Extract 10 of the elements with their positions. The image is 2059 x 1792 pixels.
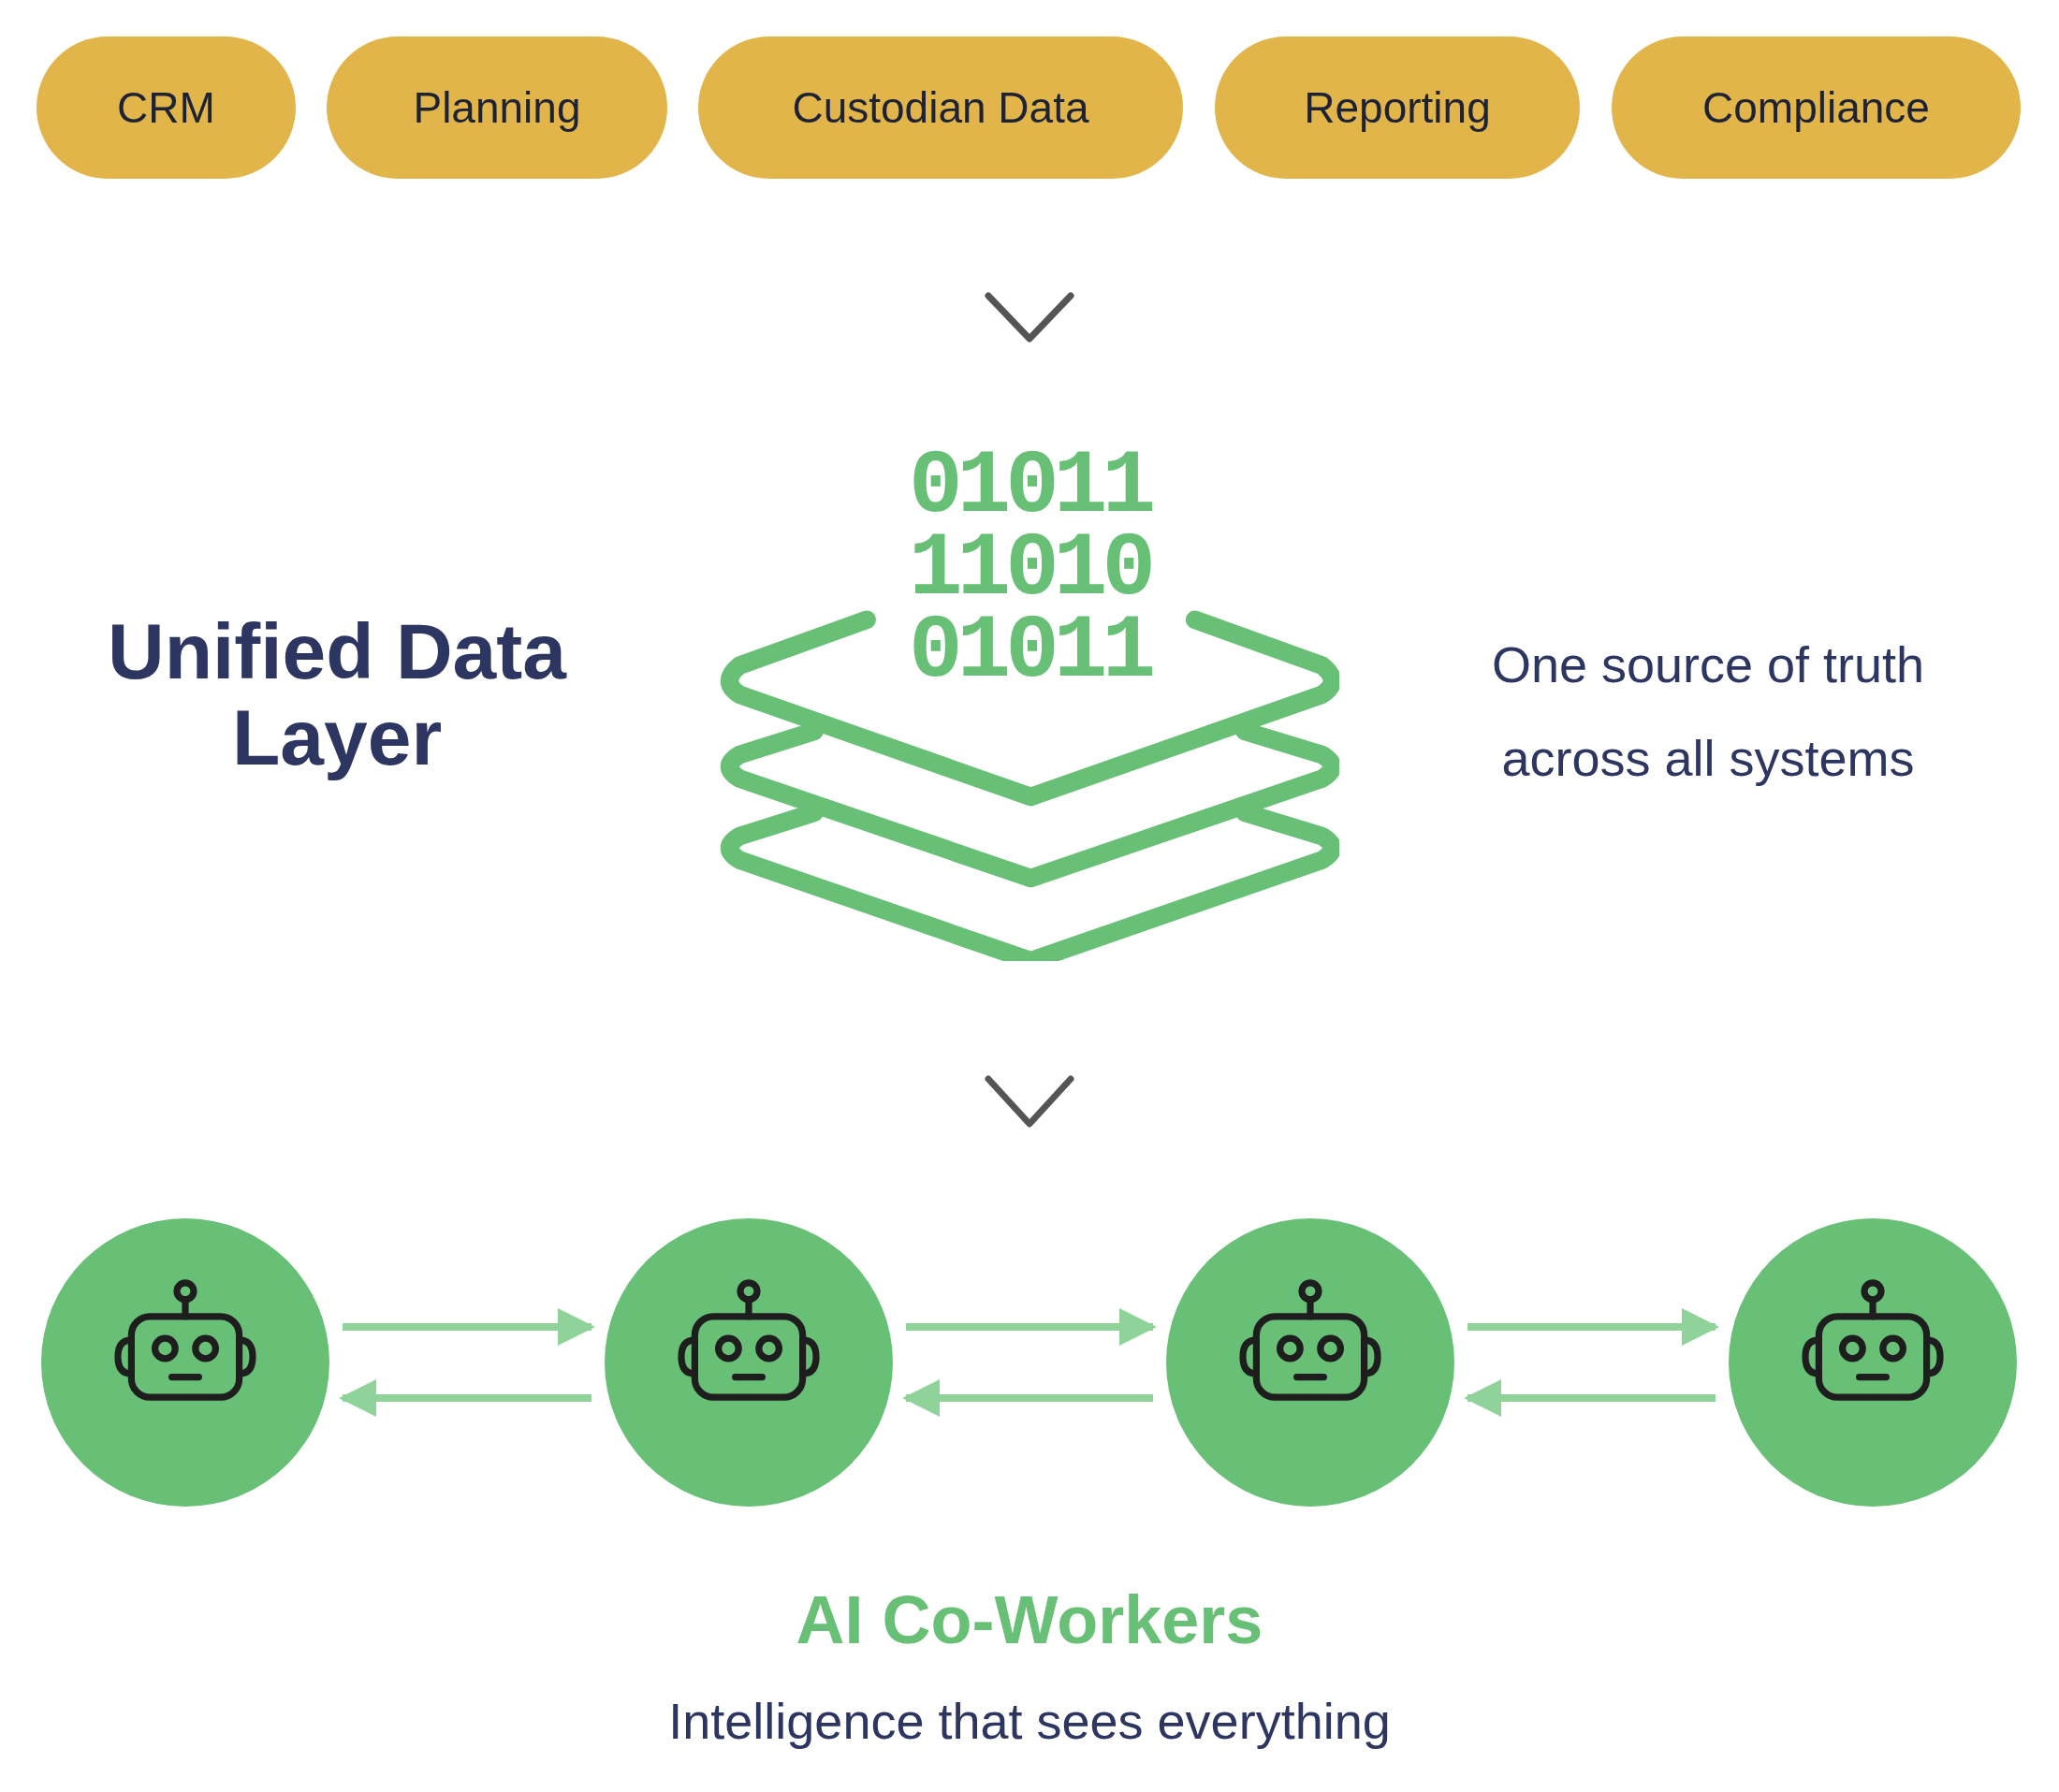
category-pill: CRM [37, 36, 296, 179]
section-heading: AI Co-Workers [795, 1581, 1264, 1658]
category-pill: Reporting [1215, 36, 1580, 179]
section-heading: Unified Data Layer [106, 608, 568, 780]
description-text: One source of truth across all systems [1490, 635, 1926, 788]
subtitle-text: Intelligence that sees everything [667, 1692, 1392, 1750]
category-pill: Compliance [1612, 36, 2021, 179]
binary-digits: 01011 11010 01011 [907, 446, 1152, 693]
category-pill: Planning [327, 36, 667, 179]
category-pill: Custodian Data [698, 36, 1183, 179]
